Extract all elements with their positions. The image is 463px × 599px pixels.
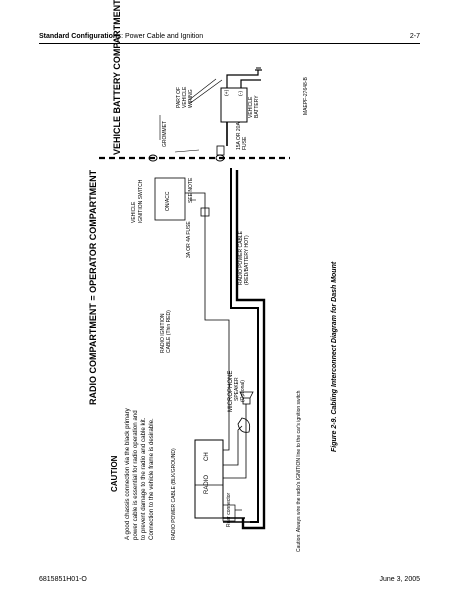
battery-compartment-label: VEHICLE BATTERY COMPARTMENT xyxy=(112,0,122,155)
ignition-switch-label-1: VEHICLE xyxy=(131,201,137,223)
speaker-symbol xyxy=(242,397,251,405)
vehicle-wiring-label-3: WIRING xyxy=(188,89,194,108)
ignition-switch-box xyxy=(154,177,186,221)
footer-doc-number: 6815851H01-O xyxy=(39,576,87,583)
battery-plus-label: (+) xyxy=(224,89,230,96)
speaker-optional-label: (Optional) xyxy=(240,380,246,402)
caution-line-3: to prevent damage to the radio and cable… xyxy=(140,417,147,540)
footer-date: June 3, 2005 xyxy=(379,576,420,583)
see-note-label: SEE NOTE xyxy=(188,177,194,203)
ignition-cable-label-2: CABLE (Thin RED) xyxy=(166,310,172,353)
rear-connector-label: Rear connector xyxy=(226,492,232,527)
red-power-cable xyxy=(230,168,259,523)
caution-line-4: Connection to the vehicle frame is desir… xyxy=(148,418,155,540)
radio-label: RADIO xyxy=(204,474,210,494)
radio-compartment-label: RADIO COMPARTMENT = OPERATOR COMPARTMENT xyxy=(88,169,98,405)
grommet-left xyxy=(148,154,158,162)
fuse-small-label: 3A OR 4A FUSE xyxy=(186,221,192,258)
caution-note: Caution: Always wire the radio's IGNITIO… xyxy=(296,390,302,552)
caution-line-1: A good chassis connection via the black … xyxy=(124,408,131,540)
fuse-small xyxy=(200,207,210,217)
fuse-large-label-2: FUSE xyxy=(242,136,248,150)
ignition-cable xyxy=(204,205,230,451)
on-acc-label: ON/ACC xyxy=(165,191,171,211)
ch-label: CH xyxy=(204,452,210,461)
caution-title: CAUTION xyxy=(110,455,119,492)
red-power-cable-label-2: (RED/BATTERY HOT) xyxy=(244,235,250,285)
header-rule xyxy=(39,43,420,44)
fuse-large xyxy=(216,145,225,156)
vehicle-battery-label-2: BATTERY xyxy=(254,95,260,118)
header-section-title: Standard Configurations: Power Cable and… xyxy=(39,33,204,40)
vehicle-battery xyxy=(220,87,248,123)
figure-code: MAEPF-27648-B xyxy=(303,77,309,115)
battery-minus-label: (-) xyxy=(238,91,244,96)
grommet-label: GROMMET xyxy=(162,120,168,147)
ignition-switch-label-2: IGNITION SWITCH xyxy=(138,179,144,223)
black-ground-cable xyxy=(235,170,266,530)
microphone-symbol xyxy=(237,417,251,433)
figure-caption: Figure 2-9. Cabling Interconnect Diagram… xyxy=(331,261,338,452)
black-ground-cable-label: RADIO POWER CABLE (BLK/GROUND) xyxy=(171,448,177,540)
radio-box xyxy=(194,439,224,519)
caution-line-2: power cable is essential for radio opera… xyxy=(132,410,139,540)
header-page-number: 2-7 xyxy=(409,33,420,40)
